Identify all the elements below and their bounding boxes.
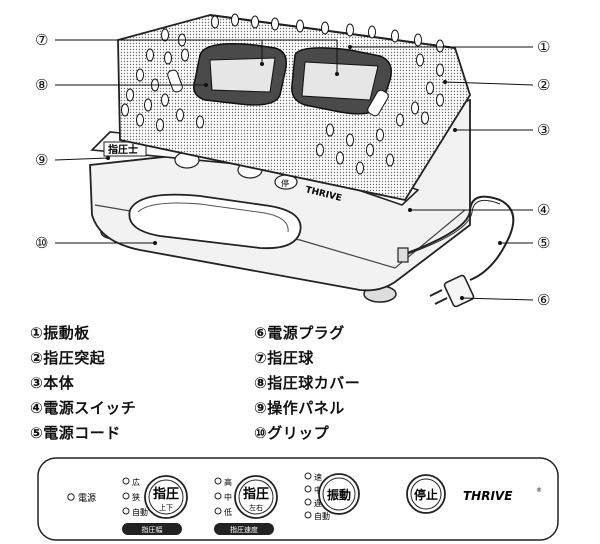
group2-caption: 指圧速度 (230, 525, 258, 534)
acupressure-leftright-sublabel: 左右 (249, 503, 263, 512)
protrusion-nub (161, 93, 169, 107)
legend-item-9: ⑨操作パネル (254, 399, 345, 417)
group2-option-1: 高 (224, 477, 232, 487)
protrusion-nub (146, 48, 154, 62)
group1-option-2: 狭 (132, 492, 140, 502)
protrusion-nub (316, 143, 324, 157)
model-badge: 指圧士 (108, 143, 138, 156)
group3-option-3: 遅 (314, 499, 322, 508)
protrusion-nub (296, 19, 304, 33)
legend-item-3: ③本体 (30, 374, 75, 392)
protrusion-nub (136, 68, 144, 82)
protrusion-nub (414, 33, 422, 47)
callout-1: ① (537, 38, 551, 56)
protrusion-nub (396, 113, 404, 127)
protrusion-nub (156, 118, 164, 132)
protrusion-nub (391, 29, 399, 43)
acupressure-leftright-label: 指圧 (243, 486, 269, 502)
legend-item-5: ⑤電源コード (30, 424, 121, 442)
protrusion-nub (181, 48, 189, 62)
protrusion-nub (421, 111, 429, 125)
callout-7: ⑦ (35, 31, 49, 49)
power-label: 電源 (78, 493, 96, 504)
protrusion-nub (321, 21, 329, 35)
protrusion-nub (416, 53, 424, 67)
vibration-button-label: 振動 (327, 487, 351, 502)
callout-5: ⑤ (537, 234, 551, 252)
grip (128, 193, 302, 250)
callout-10: ⑩ (35, 234, 49, 252)
device-illustration: 指圧士 停 THRIVE (54, 13, 534, 308)
vibration-group: 速 中 遅 自動 振動 (304, 472, 360, 521)
legend-item-8: ⑧指圧球カバー (254, 374, 361, 392)
acupressure-leftright-button[interactable] (234, 475, 278, 519)
panel-brand-logo: THRIVE (463, 489, 513, 503)
group2-option-3: 低 (224, 507, 232, 517)
callout-3: ③ (537, 121, 551, 139)
protrusion-nub (271, 17, 279, 31)
protrusion-nub (161, 28, 169, 42)
protrusion-nub (164, 51, 172, 65)
acupressure-updown-button[interactable] (144, 475, 188, 519)
protrusion-nub (376, 128, 384, 142)
callout-4: ④ (537, 201, 551, 219)
leader-lines (54, 39, 534, 301)
legend-item-6: ⑥電源プラグ (254, 324, 345, 342)
protrusion-nub (368, 25, 376, 39)
protrusion-nub (326, 123, 334, 137)
protrusion-nub (231, 13, 239, 27)
protrusion-nub (121, 103, 129, 117)
stop-button-group: 停止 (406, 474, 446, 514)
protrusion-nub (436, 93, 444, 107)
protrusion-nub (346, 23, 354, 37)
vibration-plate (117, 14, 471, 202)
pressure-speed-group: 高 中 低 指圧 左右 指圧速度 (214, 475, 278, 535)
protrusion-nub (346, 133, 354, 147)
group1-option-1: 広 (132, 477, 140, 487)
stop-button-label: 停止 (414, 487, 438, 502)
callout-6: ⑥ (537, 291, 551, 309)
group3-option-2: 中 (314, 485, 322, 495)
protrusion-nub (336, 151, 344, 165)
group3-option-4: 自動 (314, 511, 330, 521)
legend-item-10: ⑩グリップ (254, 424, 330, 442)
acupressure-updown-label: 指圧 (153, 486, 179, 502)
protrusion-nub (136, 113, 144, 127)
protrusion-nub (436, 39, 444, 53)
power-indicator-led (67, 493, 75, 501)
vibration-button[interactable] (318, 473, 360, 515)
legend-item-7: ⑦指圧球 (254, 349, 314, 367)
legend-item-1: ①振動板 (30, 324, 90, 342)
group1-caption: 指圧幅 (142, 525, 163, 534)
group2-option-2: 中 (224, 492, 232, 502)
protrusion-nub (411, 101, 419, 115)
stop-button-label: 停 (281, 178, 289, 188)
protrusion-nub (196, 115, 204, 129)
protrusion-nub (356, 161, 364, 175)
protrusion-nub (386, 153, 394, 167)
legend-item-4: ④電源スイッチ (30, 399, 137, 417)
power-cord (397, 195, 515, 281)
protrusion-nub (366, 143, 374, 157)
protrusion-nub (144, 98, 152, 112)
leader-dots (106, 45, 502, 300)
protrusion-nub (426, 81, 434, 95)
group1-option-3: 自動 (132, 507, 148, 517)
callout-2: ② (537, 76, 551, 94)
power-plug (429, 274, 475, 308)
protrusion-nub (211, 15, 219, 29)
protrusion-nub (126, 88, 134, 102)
acupressure-updown-sublabel: 上下 (159, 503, 173, 512)
group3-option-1: 速 (314, 473, 322, 482)
pressure-width-group: 広 狭 自動 指圧 上下 指圧幅 (122, 475, 188, 535)
protrusion-nub (436, 63, 444, 77)
legend-item-2: ②指圧突起 (30, 349, 106, 367)
protrusion-nub (251, 15, 259, 29)
protrusion-nub (176, 108, 184, 122)
callout-9: ⑨ (35, 151, 49, 169)
stop-button[interactable] (406, 474, 446, 514)
panel-brand-mark: ® (536, 487, 542, 494)
callout-8: ⑧ (35, 76, 49, 94)
